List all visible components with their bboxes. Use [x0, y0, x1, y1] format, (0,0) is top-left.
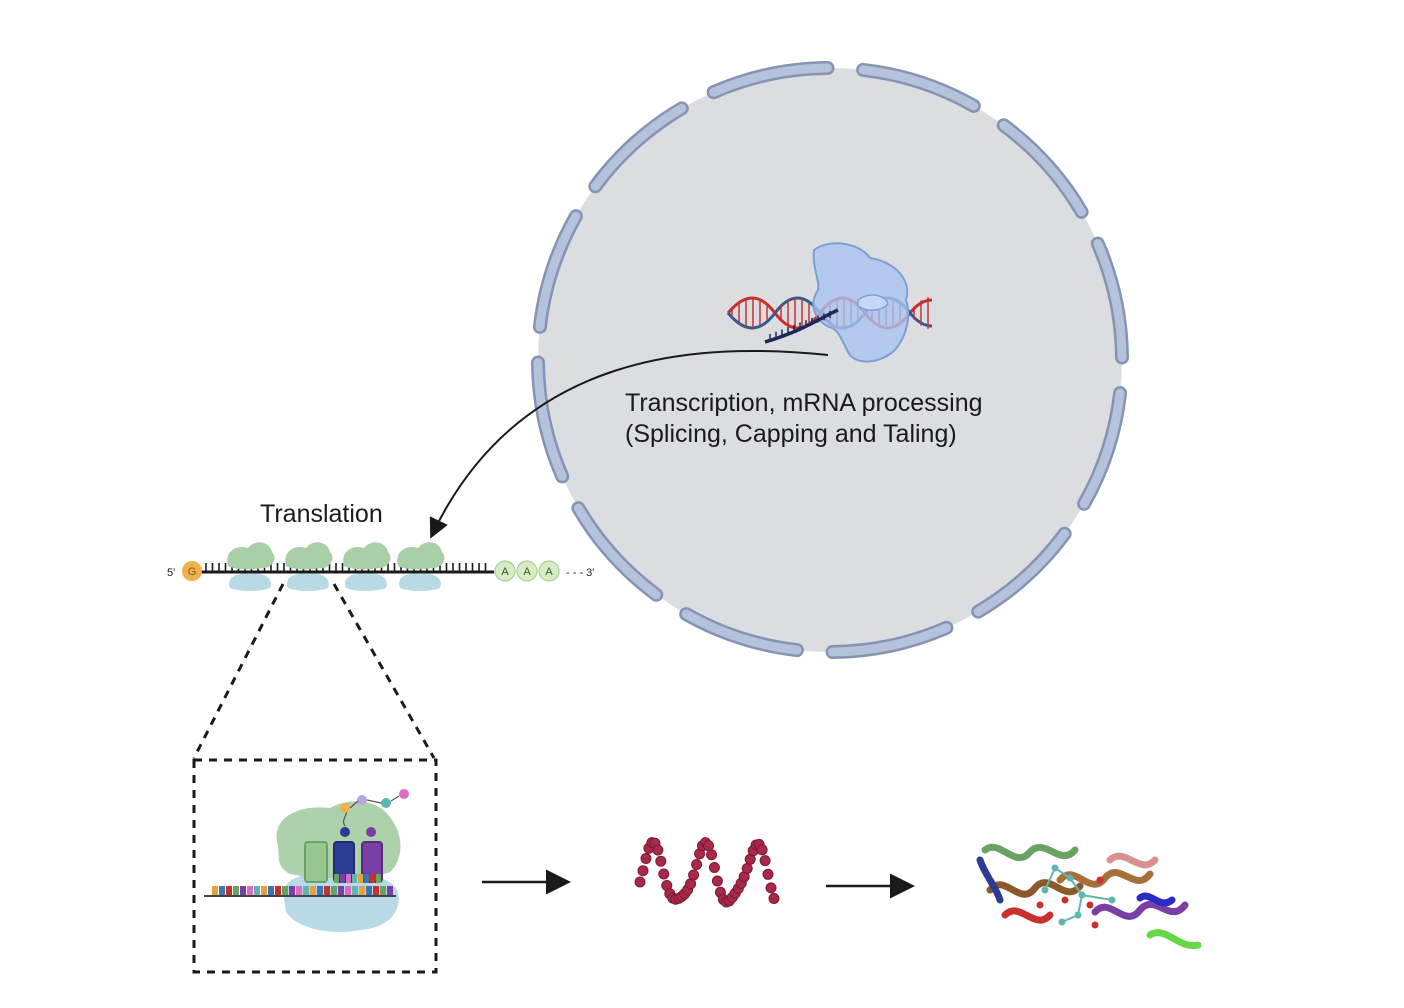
atom: [1096, 876, 1104, 884]
polya-letter: A: [501, 566, 509, 578]
protein-helix: [986, 879, 1084, 898]
amino-acid: [759, 855, 771, 867]
amino-acid: [652, 844, 664, 856]
amino-acid: [706, 849, 717, 861]
ribosome-large-subunit: [285, 542, 333, 570]
protein-helix: [981, 843, 1079, 862]
amino-acid: [768, 893, 780, 904]
polya-bead: [538, 560, 560, 582]
ribosome-small-subunit: [229, 573, 271, 591]
ribosome-small-subunit: [287, 573, 329, 591]
ribosome-small-subunit: [345, 573, 387, 591]
three-prime-label: - - - 3': [566, 567, 594, 579]
amino-acid: [762, 868, 774, 880]
amino-acid: [756, 844, 768, 856]
rna-polymerase-dna: [726, 242, 933, 363]
ribosome-large-subunit: [397, 542, 445, 570]
polya-bead: [494, 560, 516, 582]
atom: [1061, 896, 1069, 904]
amino-acid: [658, 868, 670, 880]
nucleus: [538, 68, 1122, 652]
polypeptide-chain: [634, 837, 780, 908]
polya-bead: [516, 560, 538, 582]
nucleus-caption: Transcription, mRNA processing (Splicing…: [625, 388, 983, 450]
zoomed-ribosome: [204, 789, 409, 932]
amino-acid: [637, 865, 649, 877]
protein-helix: [1001, 907, 1054, 924]
protein-helix: [976, 856, 1004, 904]
ribosome-small-subunit: [399, 573, 441, 591]
protein-helix: [1146, 929, 1202, 950]
nucleus-caption-line2: (Splicing, Capping and Taling): [625, 420, 957, 448]
amino-acid: [634, 876, 646, 888]
protein-helix: [1091, 900, 1189, 920]
amino-acid: [708, 862, 720, 873]
atom: [1036, 901, 1044, 909]
amino-acid: [640, 853, 652, 864]
export-arrow: [429, 349, 829, 539]
amino-acid: [765, 882, 777, 894]
amino-acid: [703, 840, 714, 852]
ribosome-large-subunit: [227, 542, 275, 570]
protein-helix: [1136, 892, 1176, 907]
atom: [1091, 921, 1099, 929]
amino-acid: [691, 859, 703, 870]
five-prime-label: 5': [167, 567, 175, 579]
zoom-guides: [192, 583, 438, 974]
ribosome-large-subunit: [343, 542, 391, 570]
amino-acid: [741, 863, 753, 874]
translation-title: Translation: [260, 500, 383, 528]
protein-helix: [1106, 852, 1159, 869]
polysome: [182, 542, 560, 591]
amino-acid: [711, 875, 723, 887]
amino-acid: [655, 855, 667, 867]
protein-helix: [1056, 869, 1154, 888]
amino-acid: [688, 869, 700, 881]
cap-letter: G: [188, 566, 197, 578]
polya-letter: A: [545, 566, 553, 578]
cap: [182, 561, 202, 581]
nucleus-caption-line1: Transcription, mRNA processing: [625, 389, 983, 417]
nuclear-envelope: [531, 61, 1129, 659]
atom: [1086, 901, 1094, 909]
folded-protein: [976, 843, 1202, 950]
polya-letter: A: [523, 566, 531, 578]
